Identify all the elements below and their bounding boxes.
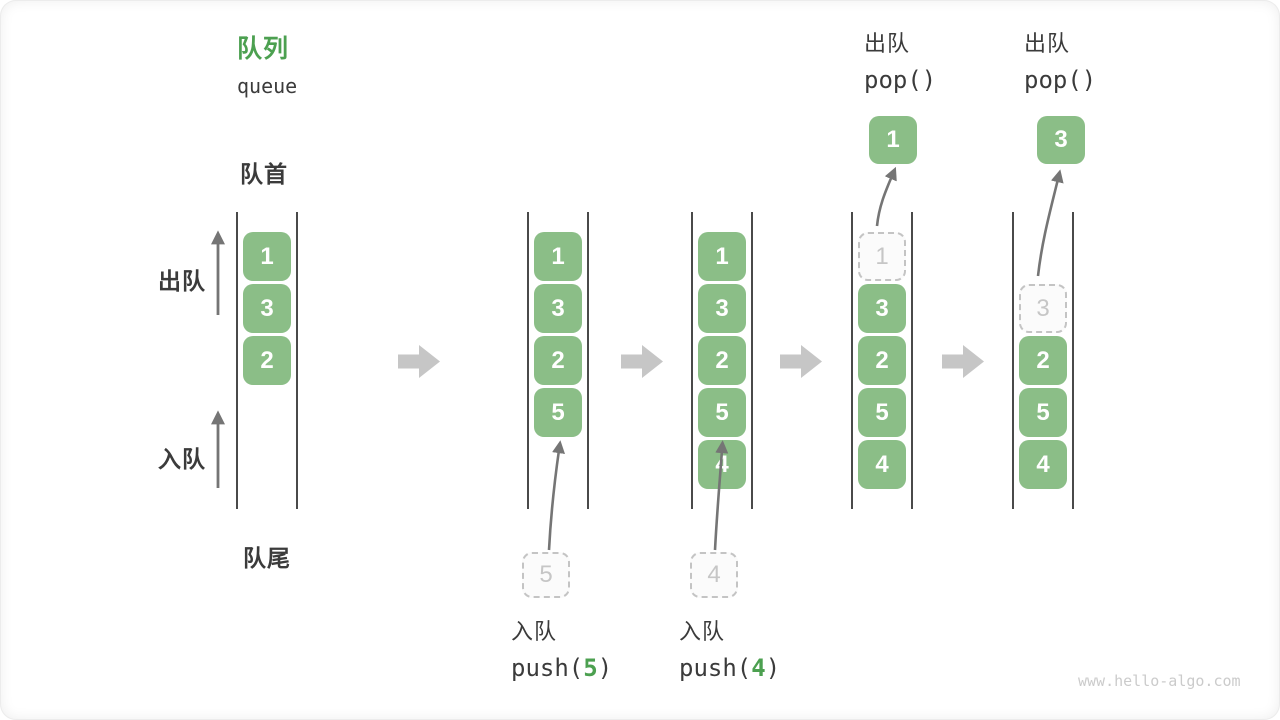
- queue-cell: 5: [534, 388, 582, 437]
- pop-label: 出队: [1024, 31, 1071, 56]
- pop-label: 出队: [864, 31, 911, 56]
- queue-state-after-push-4: 1 3 2 5 4: [691, 212, 753, 509]
- push-operation-2: 入队 push(4): [679, 619, 780, 682]
- queue-cell: 3: [534, 284, 582, 333]
- queue-cell: 1: [243, 232, 291, 281]
- push-call-code: push(5): [511, 654, 613, 682]
- queue-front-label: 队首: [240, 161, 288, 187]
- push-call-code: push(4): [679, 654, 781, 682]
- queue-cell: 1: [534, 232, 582, 281]
- pop-call-code: pop(): [1024, 66, 1097, 94]
- step-arrow-icon: [942, 345, 984, 378]
- queue-cell: 4: [858, 440, 906, 489]
- queue-cell: 5: [858, 388, 906, 437]
- queue-cell: 5: [1019, 388, 1067, 437]
- queue-cell: 2: [858, 336, 906, 385]
- incoming-value-box: 5: [522, 552, 570, 598]
- pop-operation-1: 出队 pop(): [864, 31, 936, 94]
- queue-cell: 5: [698, 388, 746, 437]
- queue-cell: 2: [698, 336, 746, 385]
- incoming-value-box: 4: [690, 552, 738, 598]
- push-label: 入队: [679, 619, 726, 644]
- step-arrow-icon: [398, 345, 440, 378]
- queue-state-during-pop-3: 3 2 5 4: [1012, 212, 1074, 509]
- popped-value-box: 3: [1037, 116, 1085, 164]
- watermark: www.hello-algo.com: [1078, 672, 1241, 690]
- queue-cell-removed: 3: [1019, 284, 1067, 333]
- step-arrow-icon: [621, 345, 663, 378]
- pop-call-code: pop(): [864, 66, 937, 94]
- enqueue-side-label: 入队: [158, 446, 206, 472]
- queue-cell: 3: [243, 284, 291, 333]
- queue-state-initial: 1 3 2: [236, 212, 298, 509]
- queue-cell: 2: [534, 336, 582, 385]
- pop-operation-2: 出队 pop(): [1024, 31, 1096, 94]
- push-operation-1: 入队 push(5): [511, 619, 612, 682]
- dequeue-side-label: 出队: [158, 268, 206, 294]
- push-label: 入队: [511, 619, 558, 644]
- queue-cell: 2: [1019, 336, 1067, 385]
- push-arg: 4: [751, 654, 766, 682]
- page-subtitle: queue: [237, 74, 298, 98]
- queue-cell: 3: [858, 284, 906, 333]
- queue-cell: 1: [698, 232, 746, 281]
- push-arg: 5: [583, 654, 598, 682]
- queue-cell-removed: 1: [858, 232, 906, 281]
- title-block: 队列 queue: [237, 29, 297, 98]
- page-title: 队列: [237, 35, 290, 63]
- queue-cell: 4: [698, 440, 746, 489]
- queue-rear-label: 队尾: [243, 545, 291, 571]
- queue-cell: 4: [1019, 440, 1067, 489]
- queue-cell: 2: [243, 336, 291, 385]
- queue-state-during-pop-1: 1 3 2 5 4: [851, 212, 913, 509]
- step-arrow-icon: [780, 345, 822, 378]
- popped-value-box: 1: [869, 116, 917, 164]
- queue-cell: 3: [698, 284, 746, 333]
- queue-state-after-push-5: 1 3 2 5: [527, 212, 589, 509]
